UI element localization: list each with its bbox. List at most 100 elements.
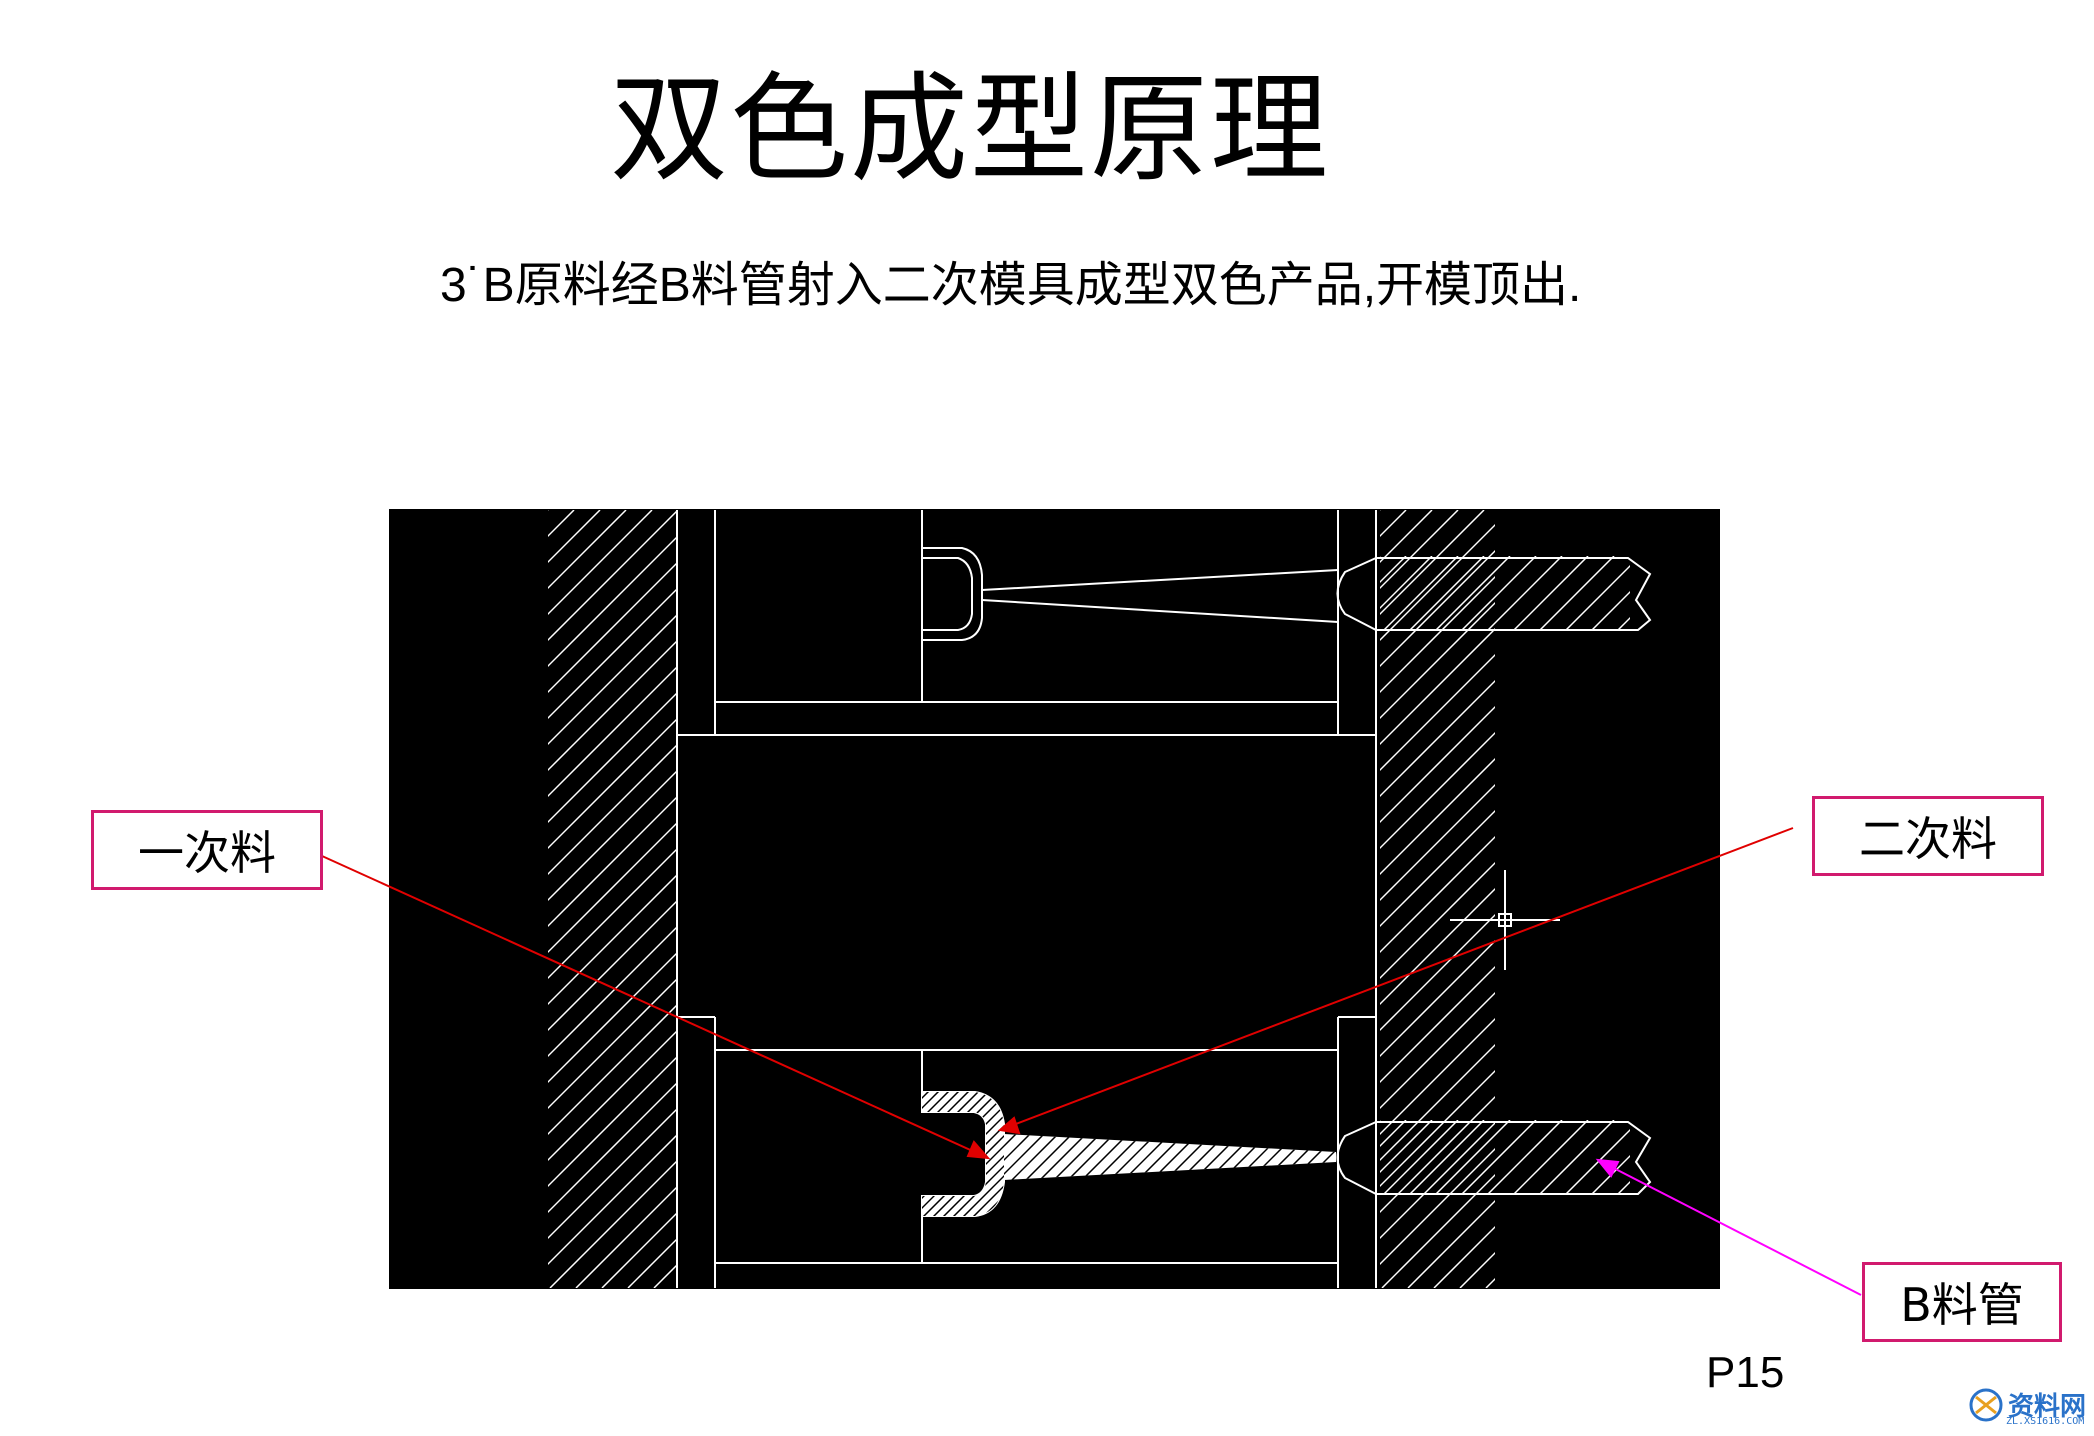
hatch-line — [1928, 510, 2094, 1288]
hatch-line — [1380, 1095, 1495, 1214]
hatch-line — [1065, 1134, 1117, 1180]
hatch-line — [1902, 510, 2094, 1288]
hatch-line — [1746, 510, 2094, 1288]
b-barrel-label-text: B料管 — [1900, 1278, 2024, 1332]
hatch-line — [1590, 1154, 1630, 1195]
xs-logo-icon — [1969, 1388, 2003, 1421]
hatch-line — [548, 586, 678, 720]
hatch-line — [1380, 1043, 1495, 1162]
right-plate-hatching — [1380, 510, 2094, 1288]
hatch-line — [951, 1092, 1004, 1216]
hatch-line — [1954, 510, 2094, 1288]
hatch-line — [1380, 887, 1495, 1006]
hatch-line — [1408, 1120, 1485, 1195]
hatch-line — [1009, 1134, 1061, 1180]
b-barrel-label: B料管 — [1862, 1262, 2062, 1342]
hatch-line — [961, 1092, 1004, 1216]
hatch-line — [1434, 556, 1511, 631]
hatch-line — [548, 612, 678, 746]
hatch-line — [1004, 1134, 1047, 1180]
hatch-line — [1616, 1180, 1630, 1195]
first-material-arrow — [321, 855, 991, 1160]
hatch-line — [1380, 809, 1495, 928]
hatch-line — [1538, 556, 1615, 631]
first-material-label: 一次料 — [91, 810, 323, 890]
b-barrel-nozzle — [1336, 1120, 1652, 1195]
hatch-line — [548, 1106, 678, 1240]
hatch-line — [2058, 510, 2094, 1288]
hatch-line — [548, 794, 678, 928]
hatch-line — [548, 1054, 678, 1188]
hatch-line — [922, 1092, 961, 1216]
hatch-line — [1668, 510, 2094, 1288]
hatch-line — [1380, 835, 1495, 954]
mold-outline — [676, 510, 1377, 1288]
hatch-line — [931, 1092, 1004, 1216]
hatch-line — [1772, 510, 2094, 1288]
hatch-line — [548, 872, 678, 1006]
watermark-text: 资料网 — [2008, 1392, 2087, 1422]
hatch-line — [1380, 1120, 1433, 1174]
hatch-line — [1408, 556, 1485, 631]
hatch-line — [1004, 1134, 1033, 1180]
hatch-line — [1380, 1147, 1495, 1266]
hatch-line — [1980, 510, 2094, 1288]
hatch-line — [1380, 783, 1495, 902]
hatch-line — [1380, 549, 1495, 668]
second-material-label: 二次料 — [1812, 796, 2044, 876]
hatch-line — [1486, 1120, 1563, 1195]
hatch-line — [548, 768, 678, 902]
hatch-line — [1380, 1121, 1495, 1240]
hatch-line — [2032, 510, 2094, 1288]
hatch-line — [548, 820, 678, 954]
hatch-line — [1051, 1134, 1103, 1180]
watermark-logo: 资料网 ZL.XS1616.COM — [1968, 1386, 2087, 1427]
step-description: 3˙B原料经B料管射入二次模具成型双色产品,开模顶出. — [440, 259, 1582, 312]
hatch-line — [1512, 556, 1589, 631]
hatch-line — [548, 1080, 678, 1214]
hatch-line — [548, 560, 678, 694]
hatch-line — [922, 1092, 951, 1216]
hatch-line — [2006, 510, 2094, 1288]
hatch-line — [1382, 1120, 1459, 1195]
hatch-line — [941, 1092, 1004, 1216]
hatch-line — [548, 1132, 678, 1266]
hatch-line — [922, 1092, 971, 1216]
hatch-line — [1023, 1134, 1075, 1180]
hatch-line — [1380, 627, 1495, 746]
hatch-line — [1380, 575, 1495, 694]
cad-crosshair-icon — [1450, 870, 1560, 970]
hatch-line — [1590, 590, 1630, 631]
hatch-line — [1850, 510, 2094, 1288]
hatch-line — [971, 1092, 1004, 1216]
hatch-line — [1824, 510, 2094, 1288]
hatch-line — [1382, 556, 1459, 631]
a-barrel-nozzle — [1336, 556, 1652, 631]
first-material-label-text: 一次料 — [138, 826, 276, 880]
page-number: P15 — [1706, 1348, 1785, 1397]
hatch-line — [548, 534, 678, 668]
second-material-label-text: 二次料 — [1859, 812, 1997, 866]
hatch-line — [1380, 861, 1495, 980]
hatch-line — [1037, 1134, 1089, 1180]
hatch-line — [1380, 601, 1495, 720]
hatch-line — [1460, 1120, 1537, 1195]
hatch-line — [922, 1092, 981, 1216]
hatch-line — [1564, 1128, 1630, 1195]
hatch-line — [1876, 510, 2094, 1288]
hatch-line — [548, 846, 678, 980]
hatch-line — [1380, 523, 1495, 642]
hatch-line — [548, 1028, 678, 1162]
hatch-line — [1564, 564, 1630, 631]
hatch-line — [1486, 556, 1563, 631]
hatch-line — [1538, 1120, 1615, 1195]
hatch-line — [1512, 1120, 1589, 1195]
hatch-line — [2084, 510, 2094, 1288]
hatch-line — [1616, 616, 1630, 631]
hatch-line — [1380, 1069, 1495, 1188]
second-material-arrow — [997, 827, 1794, 1135]
b-barrel-arrow — [1595, 1158, 1862, 1296]
hatch-line — [548, 510, 678, 642]
hatch-line — [1380, 1120, 1407, 1148]
